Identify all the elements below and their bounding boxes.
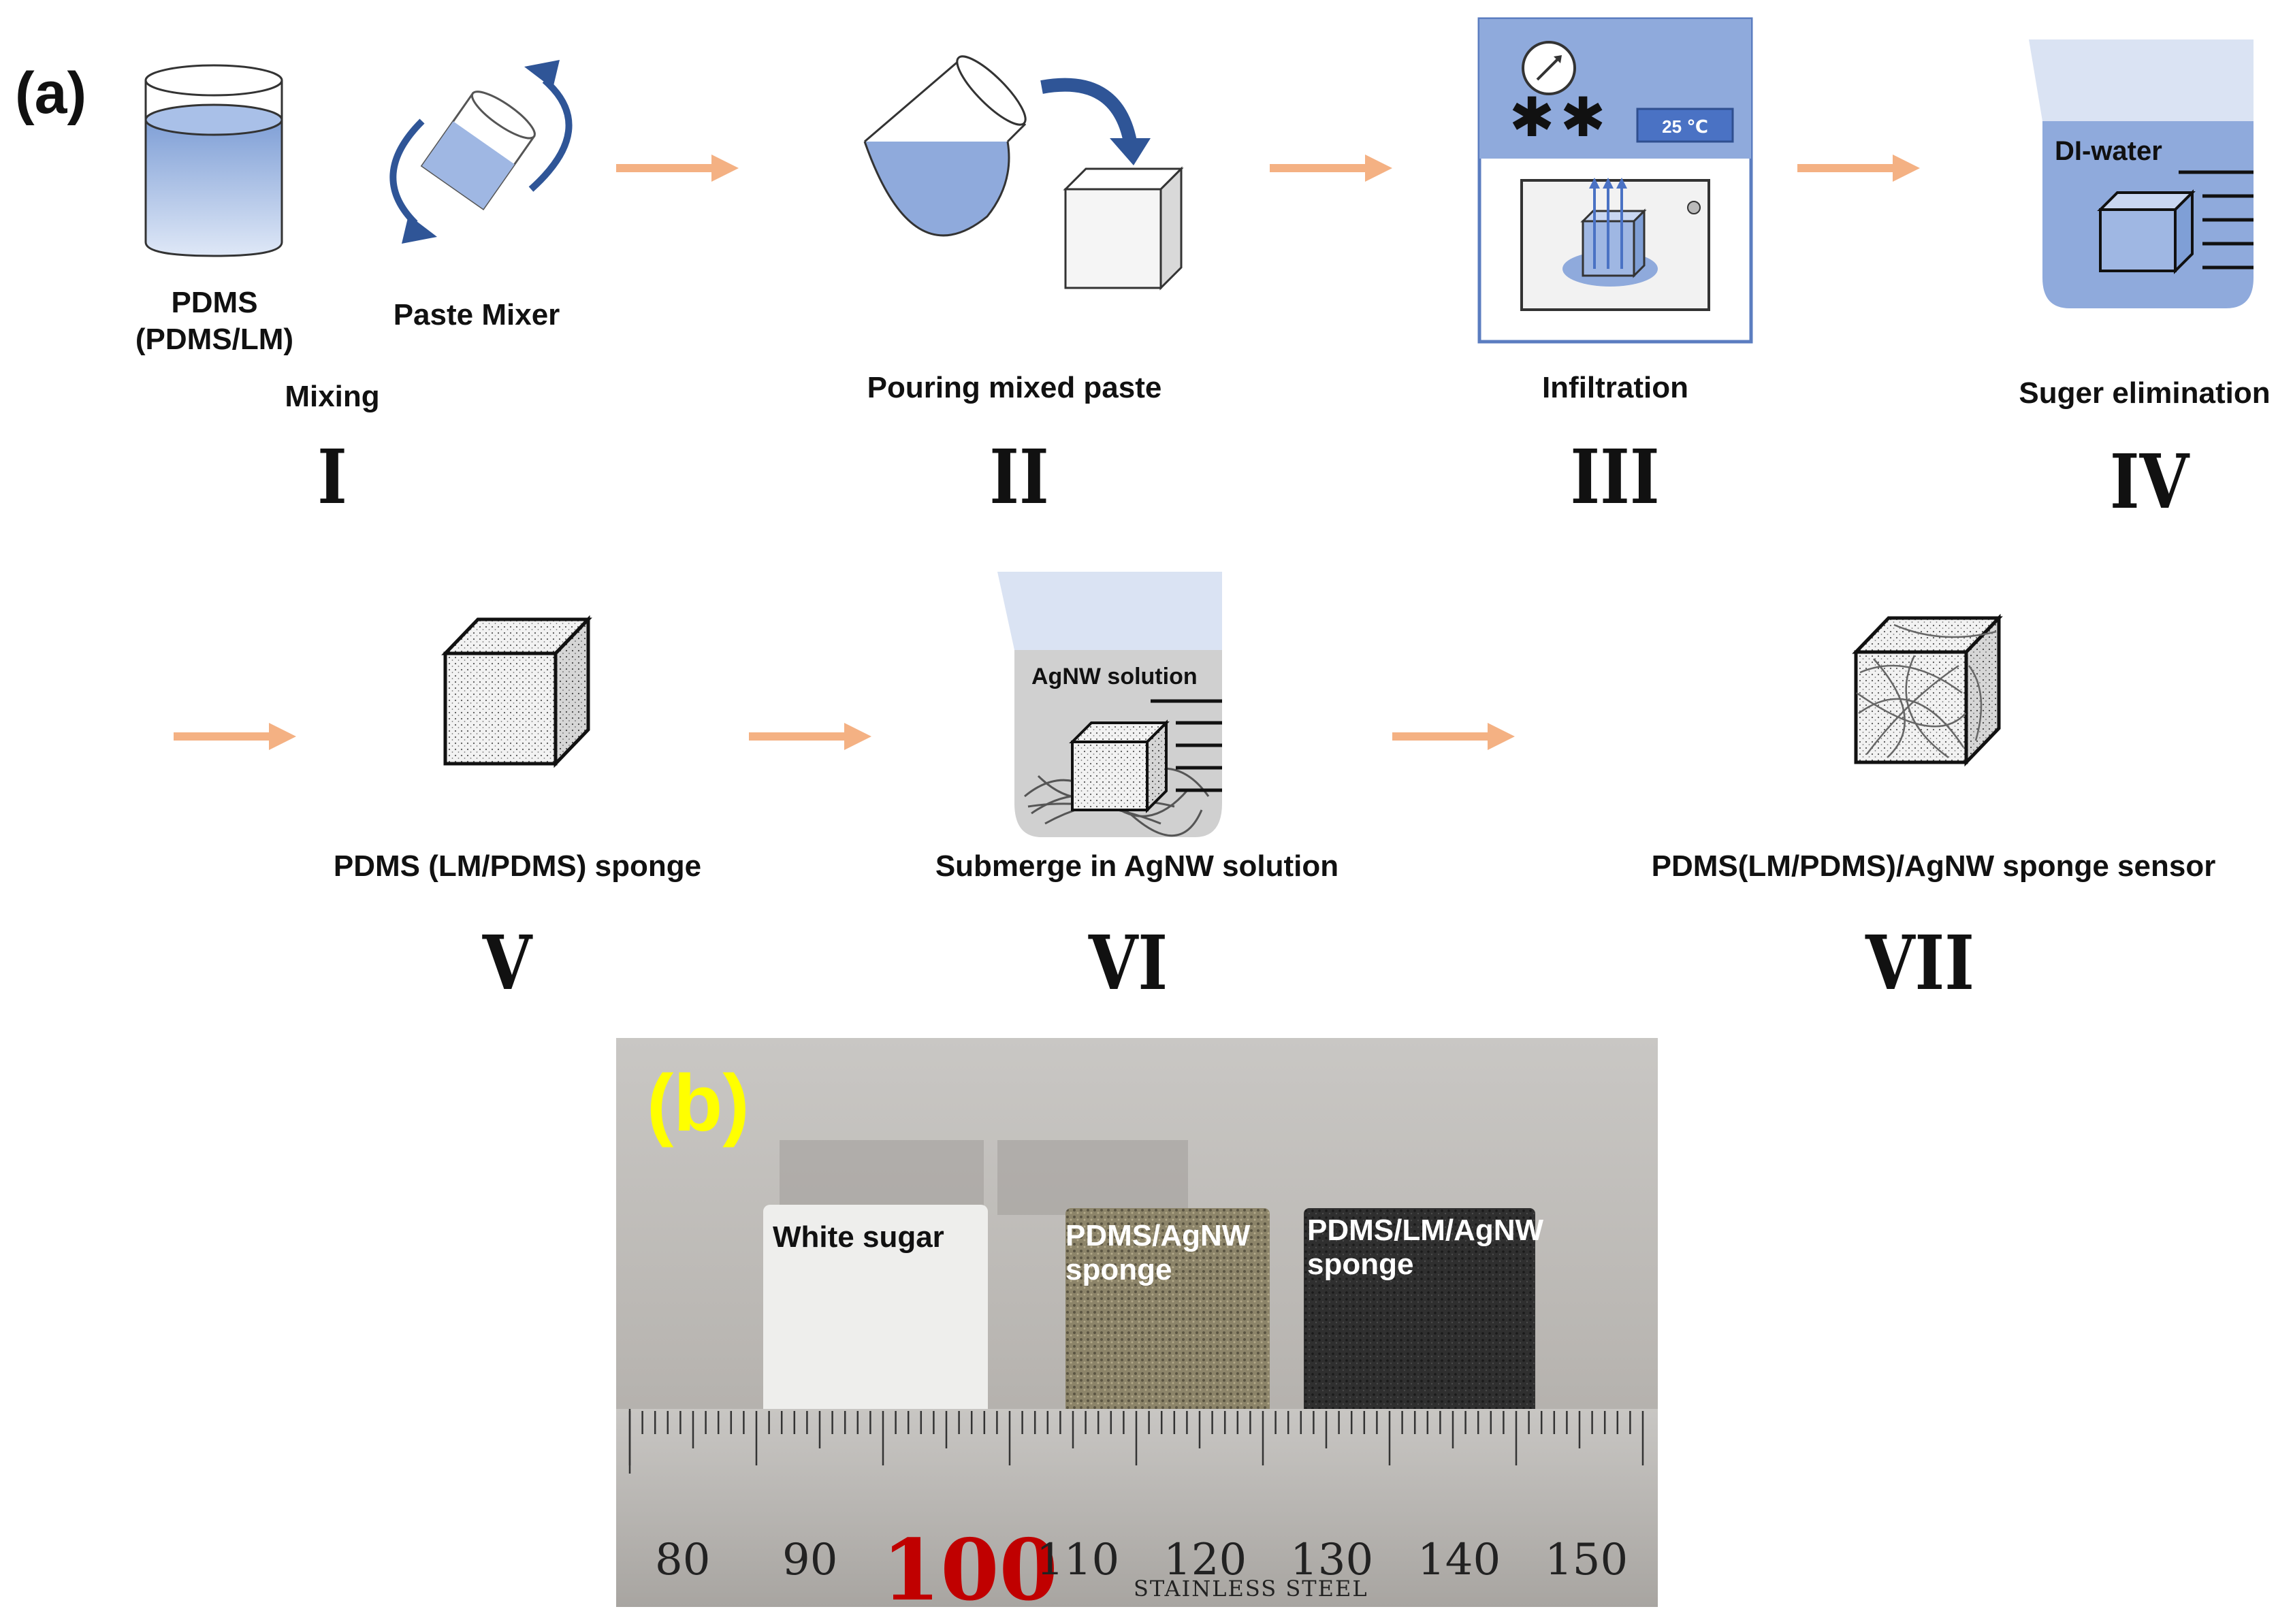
di-water-label: DI-water (2055, 136, 2162, 166)
ruler-number: 120 (1164, 1535, 1247, 1585)
ruler-number: 90 (782, 1535, 838, 1585)
pdms-beaker-icon (144, 64, 283, 257)
arrow-6-7 (1392, 723, 1515, 750)
arrow-2-3 (1270, 155, 1392, 182)
ruler-number: 140 (1417, 1535, 1501, 1585)
temperature-display: 25 ℃ (1662, 116, 1708, 137)
step-4-numeral: IV (2109, 438, 2190, 525)
step-6-numeral: VI (1088, 919, 1168, 1007)
ruler-ticks (628, 1411, 1644, 1465)
infiltration-machine-icon: ✱ ✱ (1477, 17, 1753, 344)
step-1-numeral: I (317, 433, 347, 521)
step-7-caption: PDMS(LM/PDMS)/AgNW sponge sensor (1651, 849, 2216, 883)
step-4-caption: Suger elimination (2019, 376, 2271, 410)
step-6-caption: Submerge in AgNW solution (935, 849, 1339, 883)
ruler-number: 130 (1290, 1535, 1374, 1585)
step-5-numeral: V (482, 919, 532, 1007)
sample-label-pdms-lm-agnw: PDMS/LM/AgNW sponge (1307, 1214, 1544, 1281)
ruler-caption: STAINLESS STEEL (1134, 1576, 1368, 1602)
paste-mixer-icon (389, 60, 573, 244)
agnw-beaker-icon (997, 572, 1222, 837)
arrow-4-5 (174, 723, 296, 750)
arrow-3-4 (1797, 155, 1920, 182)
di-water-beaker-icon (2029, 39, 2254, 308)
arrow-5-6 (749, 723, 871, 750)
svg-text:✱: ✱ (1509, 86, 1554, 149)
agnw-solution-label: AgNW solution (1031, 664, 1198, 689)
step-1-caption: Mixing (285, 380, 380, 413)
pdms-label: PDMS (PDMS/LM) (135, 286, 294, 356)
sponge-sensor-cube-icon (1852, 613, 2003, 767)
pdms-sponge-cube-icon (441, 615, 592, 768)
ruler-number: 100 (882, 1521, 1058, 1607)
ruler-number: 80 (655, 1535, 711, 1585)
sample-label-pdms-agnw: PDMS/AgNW sponge (1065, 1219, 1251, 1286)
ruler-number: 150 (1545, 1535, 1629, 1585)
sample-photo: (b) White sugar PDMS/AgNW sponge PDMS/LM… (616, 1038, 1658, 1607)
step-5-caption: PDMS (LM/PDMS) sponge (333, 849, 702, 883)
step-3-caption: Infiltration (1541, 371, 1689, 404)
step-3-numeral: III (1570, 433, 1660, 521)
step-2-numeral: II (989, 433, 1049, 521)
paste-mixer-label: Paste Mixer (393, 298, 560, 331)
arrow-1-2 (616, 155, 739, 182)
svg-text:✱: ✱ (1560, 86, 1605, 149)
step-2-caption: Pouring mixed paste (867, 371, 1162, 404)
pouring-icon (863, 55, 1184, 291)
ruler-number: 110 (1036, 1535, 1120, 1585)
step-7-numeral: VII (1865, 919, 1975, 1007)
sample-label-white-sugar: White sugar (773, 1220, 944, 1254)
panel-a-label: (a) (15, 61, 87, 126)
panel-b-label: (b) (647, 1058, 750, 1148)
